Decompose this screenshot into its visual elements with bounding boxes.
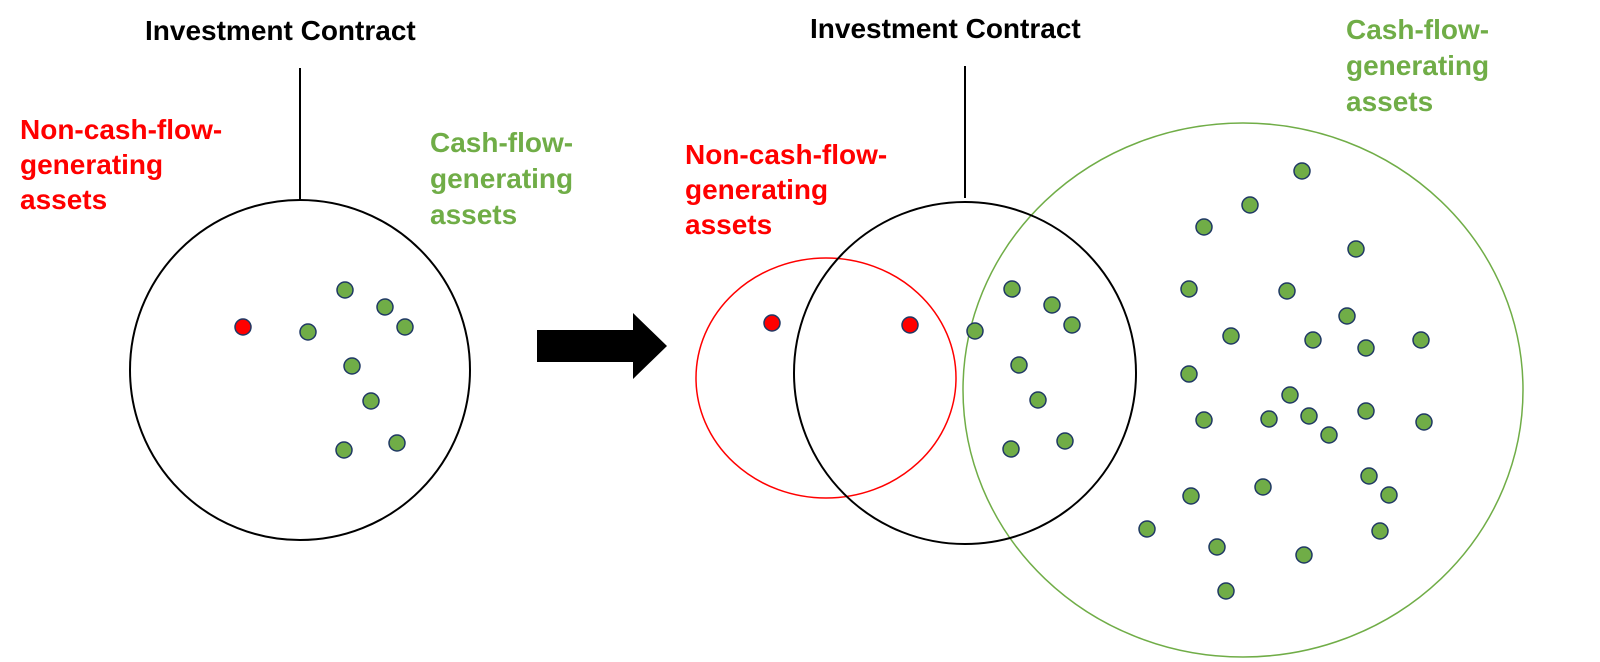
green-asset-dot: [1043, 296, 1061, 314]
green-asset-dot: [1241, 196, 1259, 214]
green-asset-dot: [1415, 413, 1433, 431]
green-asset-dot: [1371, 522, 1389, 540]
green-asset-dot: [336, 281, 354, 299]
green-asset-dot: [343, 357, 361, 375]
left-noncashflow-label: Non-cash-flow- generating assets: [20, 114, 230, 215]
right-noncashflow-label: Non-cash-flow- generating assets: [685, 139, 895, 240]
green-asset-dot: [1300, 407, 1318, 425]
green-asset-dot: [1260, 410, 1278, 428]
green-asset-dot: [1360, 467, 1378, 485]
right-contract-circle: [793, 201, 1137, 545]
green-asset-dot: [299, 323, 317, 341]
green-asset-dot: [1357, 339, 1375, 357]
left-noncashflow-line-1: Non-cash-flow-: [20, 114, 222, 145]
left-cashflow-label: Cash-flow- generating assets: [430, 127, 581, 230]
green-asset-dot: [1010, 356, 1028, 374]
green-asset-dot: [1182, 487, 1200, 505]
green-asset-dot: [1208, 538, 1226, 556]
left-title: Investment Contract: [145, 15, 416, 46]
right-cashflow-line-3: assets: [1346, 86, 1433, 117]
red-asset-dot: [763, 314, 781, 332]
green-asset-dot: [1180, 365, 1198, 383]
right-cashflow-line-1: Cash-flow-: [1346, 14, 1489, 45]
green-asset-dot: [1254, 478, 1272, 496]
left-contract-circle: [129, 199, 471, 541]
left-panel: Investment Contract Non-cash-flow- gener…: [20, 15, 581, 541]
green-asset-dot: [1357, 402, 1375, 420]
green-asset-dot: [1304, 331, 1322, 349]
left-green-assets: [299, 281, 414, 459]
right-panel: Investment Contract Non-cash-flow- gener…: [685, 13, 1524, 658]
right-noncashflow-line-2: generating: [685, 174, 828, 205]
left-cashflow-line-2: generating: [430, 163, 573, 194]
green-asset-dot: [1278, 282, 1296, 300]
right-arrow-icon: [537, 313, 667, 379]
green-asset-dot: [362, 392, 380, 410]
left-cashflow-line-3: assets: [430, 199, 517, 230]
green-asset-dot: [1217, 582, 1235, 600]
green-asset-dot: [376, 298, 394, 316]
right-red-assets: [763, 314, 919, 334]
green-asset-dot: [1003, 280, 1021, 298]
red-asset-dot: [234, 318, 252, 336]
green-asset-dot: [1412, 331, 1430, 349]
red-asset-dot: [901, 316, 919, 334]
green-asset-dot: [1347, 240, 1365, 258]
right-cashflow-label: Cash-flow- generating assets: [1346, 14, 1497, 117]
green-asset-dot: [1195, 218, 1213, 236]
green-asset-dot: [1138, 520, 1156, 538]
right-noncashflow-line-3: assets: [685, 209, 772, 240]
cashflow-assets-circle: [962, 122, 1524, 658]
green-asset-dot: [1029, 391, 1047, 409]
green-asset-dot: [1320, 426, 1338, 444]
right-cashflow-line-2: generating: [1346, 50, 1489, 81]
noncashflow-assets-circle: [695, 257, 957, 499]
green-asset-dot: [1338, 307, 1356, 325]
green-asset-dot: [388, 434, 406, 452]
right-noncashflow-line-1: Non-cash-flow-: [685, 139, 887, 170]
left-noncashflow-line-2: generating: [20, 149, 163, 180]
green-asset-dot: [1195, 411, 1213, 429]
green-asset-dot: [1056, 432, 1074, 450]
green-asset-dot: [1380, 486, 1398, 504]
green-asset-dot: [1281, 386, 1299, 404]
green-asset-dot: [1002, 440, 1020, 458]
right-title: Investment Contract: [810, 13, 1081, 44]
green-asset-dot: [966, 322, 984, 340]
left-noncashflow-line-3: assets: [20, 184, 107, 215]
green-asset-dot: [1063, 316, 1081, 334]
left-red-assets: [234, 318, 252, 336]
right-green-assets: [966, 162, 1433, 600]
green-asset-dot: [1222, 327, 1240, 345]
left-cashflow-line-1: Cash-flow-: [430, 127, 573, 158]
green-asset-dot: [1180, 280, 1198, 298]
green-asset-dot: [396, 318, 414, 336]
green-asset-dot: [335, 441, 353, 459]
green-asset-dot: [1293, 162, 1311, 180]
green-asset-dot: [1295, 546, 1313, 564]
